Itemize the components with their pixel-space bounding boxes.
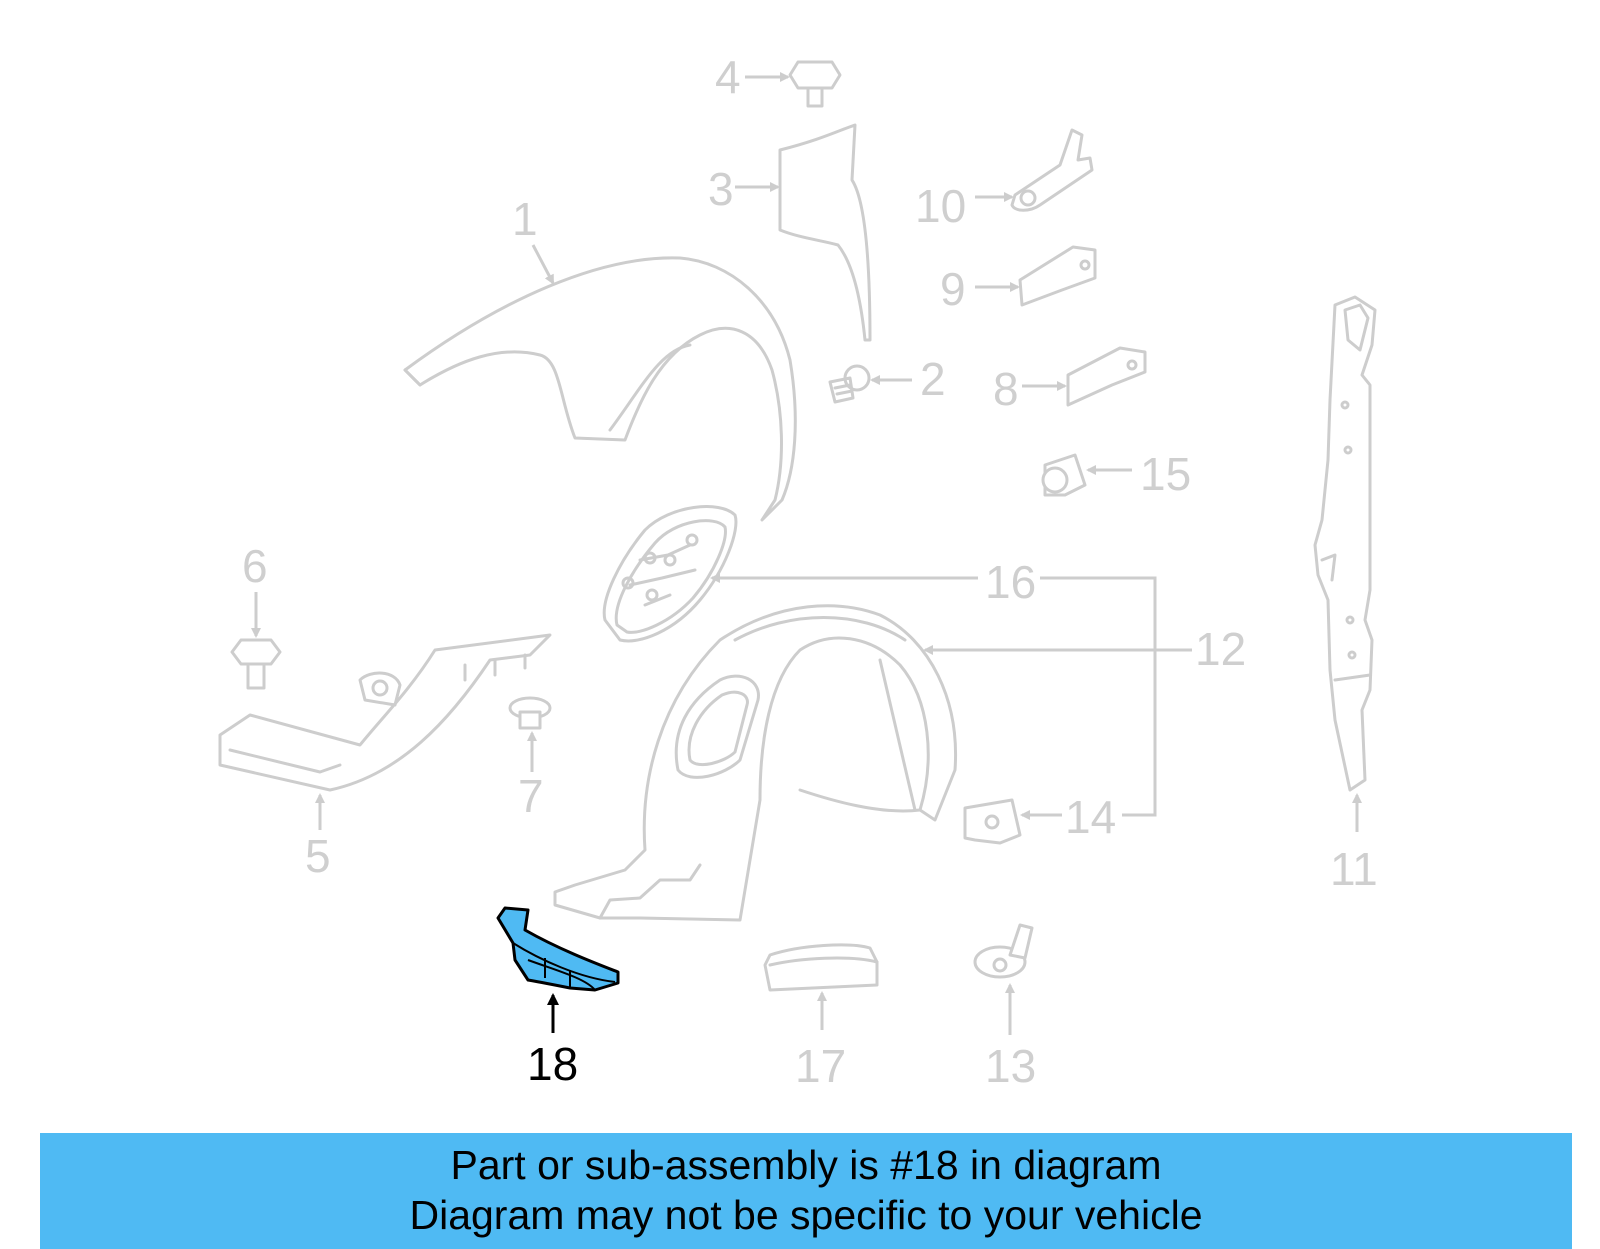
callout-11: 11: [1330, 793, 1378, 895]
callout-7: 7: [518, 731, 544, 822]
part-13-screw: [973, 923, 1034, 979]
callout-13: 13: [985, 983, 1036, 1092]
svg-text:1: 1: [512, 193, 538, 245]
part-17-molding: [763, 943, 879, 992]
part-9-bracket: [1018, 245, 1097, 307]
svg-text:7: 7: [518, 770, 544, 822]
svg-text:6: 6: [242, 540, 268, 592]
svg-text:9: 9: [940, 263, 966, 315]
svg-text:10: 10: [915, 180, 966, 232]
svg-text:17: 17: [795, 1040, 846, 1092]
callout-18: 18: [527, 993, 578, 1090]
part-4-bolt: [788, 60, 842, 108]
callout-4: 4: [715, 51, 790, 103]
callout-grouping-bracket: [1040, 576, 1157, 817]
banner-line-2: Diagram may not be specific to your vehi…: [409, 1192, 1203, 1238]
part-5-bracket: [218, 633, 552, 792]
callout-5: 5: [305, 793, 331, 882]
callout-6: 6: [242, 540, 268, 638]
callout-12: 12: [923, 623, 1246, 675]
parts-diagram: 1 2 3 4 5: [218, 51, 1378, 1092]
part-1-fender: [403, 256, 797, 522]
callout-17: 17: [795, 991, 846, 1092]
svg-text:13: 13: [985, 1040, 1036, 1092]
callout-15: 15: [1086, 448, 1191, 500]
part-15-grommet: [1041, 453, 1087, 497]
callout-3: 3: [708, 163, 780, 215]
part-11-support: [1313, 295, 1377, 792]
part-3-bracket: [778, 123, 872, 342]
svg-text:18: 18: [527, 1038, 578, 1090]
part-8-bracket: [1066, 346, 1147, 407]
svg-text:11: 11: [1330, 843, 1378, 895]
info-banner: Part or sub-assembly is #18 in diagram D…: [40, 1133, 1572, 1249]
svg-text:15: 15: [1140, 448, 1191, 500]
callout-9: 9: [940, 263, 1020, 315]
part-12-liner: [553, 604, 958, 922]
svg-text:5: 5: [305, 830, 331, 882]
svg-text:4: 4: [715, 51, 741, 103]
part-2-bolt: [828, 364, 871, 404]
svg-text:2: 2: [920, 353, 946, 405]
part-7-nut: [508, 696, 552, 730]
svg-text:3: 3: [708, 163, 734, 215]
callout-14: 14: [1020, 791, 1116, 843]
callout-16: 16: [710, 556, 1036, 608]
svg-text:16: 16: [985, 556, 1036, 608]
banner-line-1: Part or sub-assembly is #18 in diagram: [450, 1142, 1162, 1188]
part-14-clip: [963, 798, 1022, 845]
callout-8: 8: [993, 363, 1067, 415]
callout-2: 2: [870, 353, 946, 405]
part-16-grille: [602, 505, 738, 643]
part-18-highlighted[interactable]: [496, 906, 620, 992]
svg-text:12: 12: [1195, 623, 1246, 675]
svg-text:14: 14: [1065, 791, 1116, 843]
svg-text:8: 8: [993, 363, 1019, 415]
callout-1: 1: [512, 193, 555, 285]
callout-10: 10: [915, 180, 1014, 232]
part-10-bracket: [1010, 128, 1094, 212]
part-6-bolt: [230, 638, 282, 690]
